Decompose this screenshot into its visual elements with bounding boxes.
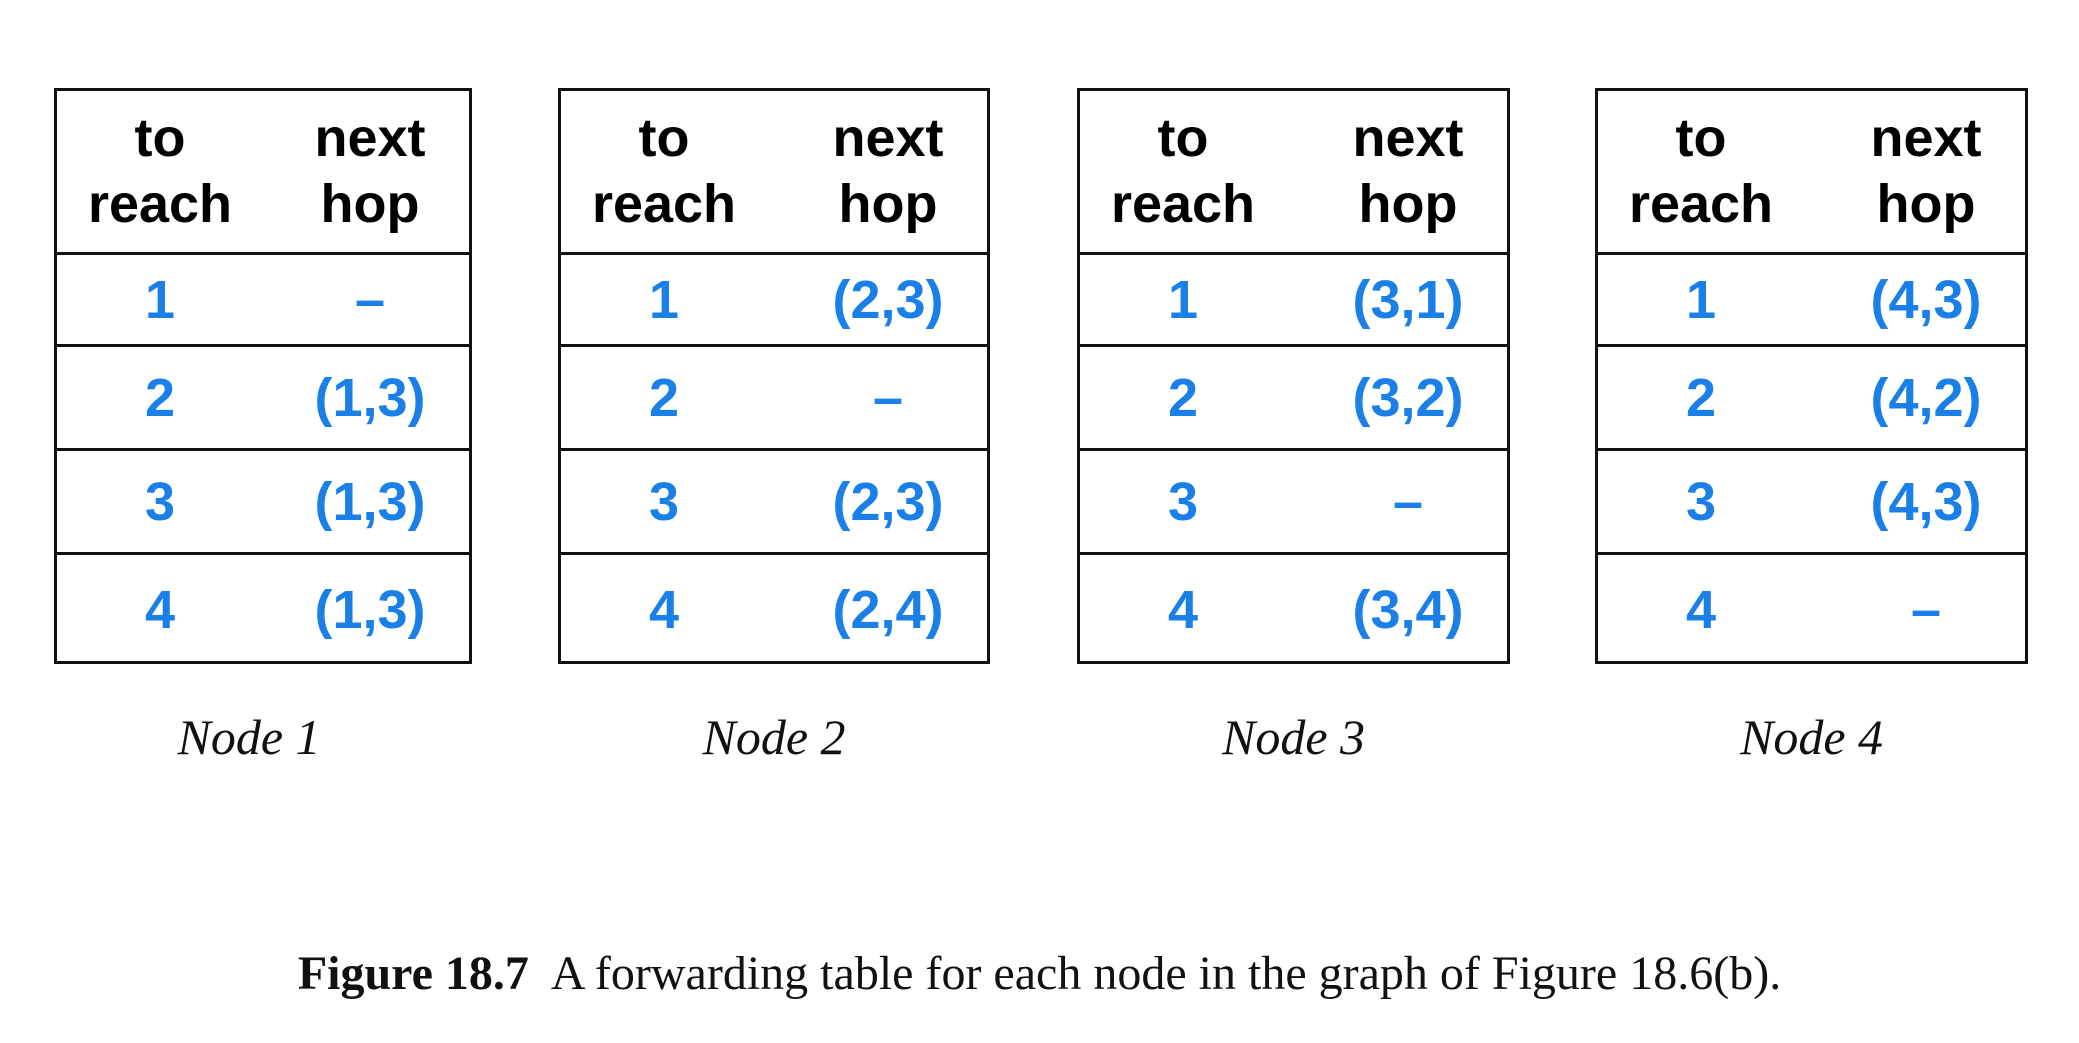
next-hop-cell: (3,1) xyxy=(1352,269,1464,330)
table-row: 4 (1,3) xyxy=(57,555,469,665)
dest-cell: 1 xyxy=(648,269,680,330)
figure-caption: Figure 18.7 A forwarding table for each n… xyxy=(0,946,2079,1001)
table-row: 2 (3,2) xyxy=(1080,347,1507,451)
node-caption: Node 2 xyxy=(702,709,846,765)
figure-number: Figure 18.7 xyxy=(297,947,529,1000)
table-row: 1 (4,3) xyxy=(1598,255,2025,347)
table-row: 4 – xyxy=(1598,555,2025,665)
header-text: hop xyxy=(1358,174,1458,234)
next-hop-cell: (1,3) xyxy=(314,580,426,640)
header-text: next xyxy=(1352,108,1464,168)
header-next-hop: next hop xyxy=(1313,105,1503,237)
dest-cell: 4 xyxy=(144,580,176,640)
next-hop-cell: (2,3) xyxy=(832,269,944,330)
table-row: 1 – xyxy=(57,255,469,347)
next-hop-cell: – xyxy=(1392,471,1424,532)
dest-cell: 3 xyxy=(648,471,680,532)
next-hop-cell: (4,3) xyxy=(1870,269,1982,330)
forwarding-table-node-1: to reach next hop 1 – 2 (1,3) 3 (1,3) 4 … xyxy=(54,88,472,664)
table-row: 3 – xyxy=(1080,451,1507,555)
table-row: 4 (3,4) xyxy=(1080,555,1507,665)
next-hop-cell: (2,4) xyxy=(832,580,944,640)
header-text: next xyxy=(1870,108,1982,168)
forwarding-table-node-4: to reach next hop 1 (4,3) 2 (4,2) 3 (4,3… xyxy=(1595,88,2028,664)
header-to-reach: to reach xyxy=(1606,105,1796,237)
table-header: to reach next hop xyxy=(57,91,469,255)
table-row: 2 (1,3) xyxy=(57,347,469,451)
dest-cell: 2 xyxy=(648,367,680,428)
header-text: hop xyxy=(320,174,420,234)
header-to-reach: to reach xyxy=(569,105,759,237)
header-to-reach: to reach xyxy=(65,105,255,237)
dest-cell: 3 xyxy=(144,471,176,532)
header-next-hop: next hop xyxy=(1831,105,2021,237)
forwarding-table-node-2: to reach next hop 1 (2,3) 2 – 3 (2,3) 4 … xyxy=(558,88,990,664)
next-hop-cell: (3,2) xyxy=(1352,367,1464,428)
dest-cell: 2 xyxy=(1167,367,1199,428)
dest-cell: 1 xyxy=(1167,269,1199,330)
next-hop-cell: (1,3) xyxy=(314,471,426,532)
table-row: 4 (2,4) xyxy=(561,555,987,665)
forwarding-table-node-3: to reach next hop 1 (3,1) 2 (3,2) 3 – 4 … xyxy=(1077,88,1510,664)
header-next-hop: next hop xyxy=(793,105,983,237)
table-row: 3 (4,3) xyxy=(1598,451,2025,555)
table-header: to reach next hop xyxy=(1080,91,1507,255)
header-next-hop: next hop xyxy=(275,105,465,237)
table-row: 3 (2,3) xyxy=(561,451,987,555)
dest-cell: 3 xyxy=(1167,471,1199,532)
header-text: reach xyxy=(1628,174,1774,234)
header-text: reach xyxy=(591,174,737,234)
dest-cell: 3 xyxy=(1685,471,1717,532)
node-caption: Node 4 xyxy=(1739,709,1884,765)
header-text: reach xyxy=(1110,174,1256,234)
figure-caption-text: A forwarding table for each node in the … xyxy=(550,947,1782,1000)
table-row: 2 (4,2) xyxy=(1598,347,2025,451)
table-row: 3 (1,3) xyxy=(57,451,469,555)
dest-cell: 2 xyxy=(1685,367,1717,428)
dest-cell: 4 xyxy=(648,580,680,640)
next-hop-cell: (4,2) xyxy=(1870,367,1982,428)
node-caption: Node 1 xyxy=(177,709,321,765)
header-text: to xyxy=(1157,108,1209,168)
header-text: to xyxy=(134,108,186,168)
table-header: to reach next hop xyxy=(561,91,987,255)
header-text: next xyxy=(314,108,426,168)
header-text: hop xyxy=(1876,174,1976,234)
dest-cell: 4 xyxy=(1167,580,1199,640)
table-row: 1 (2,3) xyxy=(561,255,987,347)
dest-cell: 2 xyxy=(144,367,176,428)
header-text: next xyxy=(832,108,944,168)
table-row: 2 – xyxy=(561,347,987,451)
header-to-reach: to reach xyxy=(1088,105,1278,237)
next-hop-cell: (1,3) xyxy=(314,367,426,428)
next-hop-cell: (2,3) xyxy=(832,471,944,532)
next-hop-cell: – xyxy=(354,269,386,330)
next-hop-cell: – xyxy=(872,367,904,428)
header-text: to xyxy=(638,108,690,168)
next-hop-cell: (4,3) xyxy=(1870,471,1982,532)
header-text: reach xyxy=(87,174,233,234)
next-hop-cell: – xyxy=(1910,580,1942,640)
header-text: hop xyxy=(838,174,938,234)
dest-cell: 1 xyxy=(1685,269,1717,330)
table-header: to reach next hop xyxy=(1598,91,2025,255)
dest-cell: 4 xyxy=(1685,580,1717,640)
next-hop-cell: (3,4) xyxy=(1352,580,1464,640)
table-row: 1 (3,1) xyxy=(1080,255,1507,347)
header-text: to xyxy=(1675,108,1727,168)
dest-cell: 1 xyxy=(144,269,176,330)
node-caption: Node 3 xyxy=(1221,709,1366,765)
